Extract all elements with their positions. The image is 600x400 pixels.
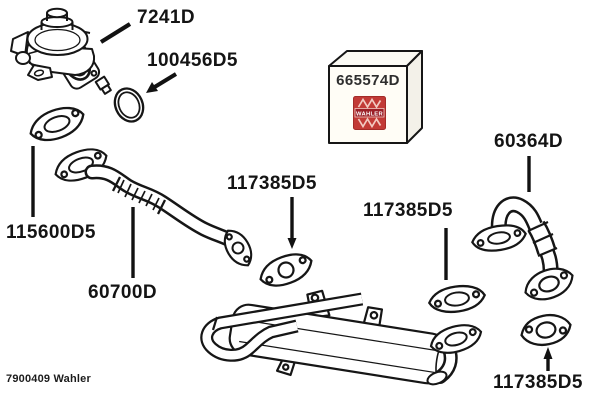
part-label-seal-ring: 100456D5 [147,50,238,71]
valve-left-bracket [10,31,29,57]
footer-reference: 7900409 Wahler [6,373,91,385]
logo-band [354,108,385,118]
valve-foot-hole [33,69,45,77]
gasket-botright-drawing [520,313,572,347]
box-part-number: 665574D [336,72,400,89]
egr-cooler-drawing [200,289,483,386]
gasket-midright-drawing [427,284,487,314]
seal-ring-drawing [113,87,145,123]
part-label-gasket-bottom-right: 117385D5 [493,372,583,393]
logo-text: WAHLER [356,111,383,117]
box-right-face [406,50,423,144]
part-label-pipe-left: 60700D [88,282,157,303]
valve-top-cap [46,7,68,19]
wahler-logo: WAHLER [353,96,386,130]
gasket-topleft-drawing [29,106,85,142]
part-label-pipe-right: 60364D [494,131,563,152]
leader-seal-arrowhead [146,82,158,93]
leader-lines [31,22,553,371]
logo-zigzag-bottom [357,117,382,129]
gasket-center-drawing [259,253,313,287]
leader-valve [99,22,132,44]
valve-bottom-connector [94,75,112,95]
egr-valve-drawing [10,7,112,95]
valve-side-port [15,51,31,65]
valve-foot [27,64,53,81]
part-label-gasket-mid-right: 117385D5 [363,200,453,221]
leader-gasket-botright-arrowhead [543,347,553,359]
logo-zigzag-top [357,97,382,109]
part-label-gasket-top-left: 115600D5 [6,222,96,243]
leader-gasket-center-arrowhead [287,238,297,249]
pipe-flex-corrugation [111,176,167,215]
egr-pipe-right-drawing [471,196,574,301]
egr-pipe-left-drawing [54,148,253,267]
leader-seal [151,72,178,90]
part-label-gasket-center: 117385D5 [227,173,317,194]
part-label-valve: 7241D [137,7,195,28]
cooler-outlet-flange [429,324,483,354]
